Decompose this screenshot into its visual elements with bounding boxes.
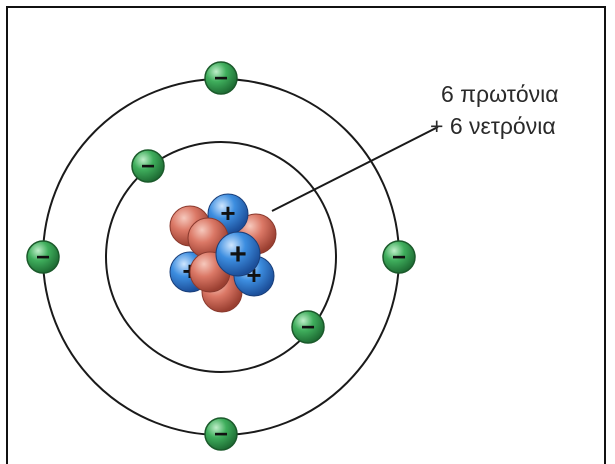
electron-sign: − <box>214 421 228 448</box>
inner-orbit <box>105 141 337 373</box>
electron-sign: − <box>36 244 50 271</box>
electron: − <box>131 149 165 183</box>
nucleus: + + + + <box>169 193 277 313</box>
electron: − <box>26 240 60 274</box>
proton <box>215 231 261 277</box>
electron: − <box>204 61 238 95</box>
electron: − <box>291 310 325 344</box>
proton-sign: + <box>229 238 247 271</box>
electron-sign: − <box>214 65 228 92</box>
protons-label: 6 πρωτόνια <box>441 81 559 107</box>
electron-sign: − <box>141 153 155 180</box>
electron: − <box>204 417 238 451</box>
electron-sign: − <box>301 314 315 341</box>
neutrons-label: + 6 νετρόνια <box>430 113 556 139</box>
electron: − <box>382 240 416 274</box>
electron-sign: − <box>392 244 406 271</box>
pointer-line <box>271 126 439 212</box>
proton-sign: + <box>220 198 235 228</box>
diagram-frame <box>6 6 606 464</box>
